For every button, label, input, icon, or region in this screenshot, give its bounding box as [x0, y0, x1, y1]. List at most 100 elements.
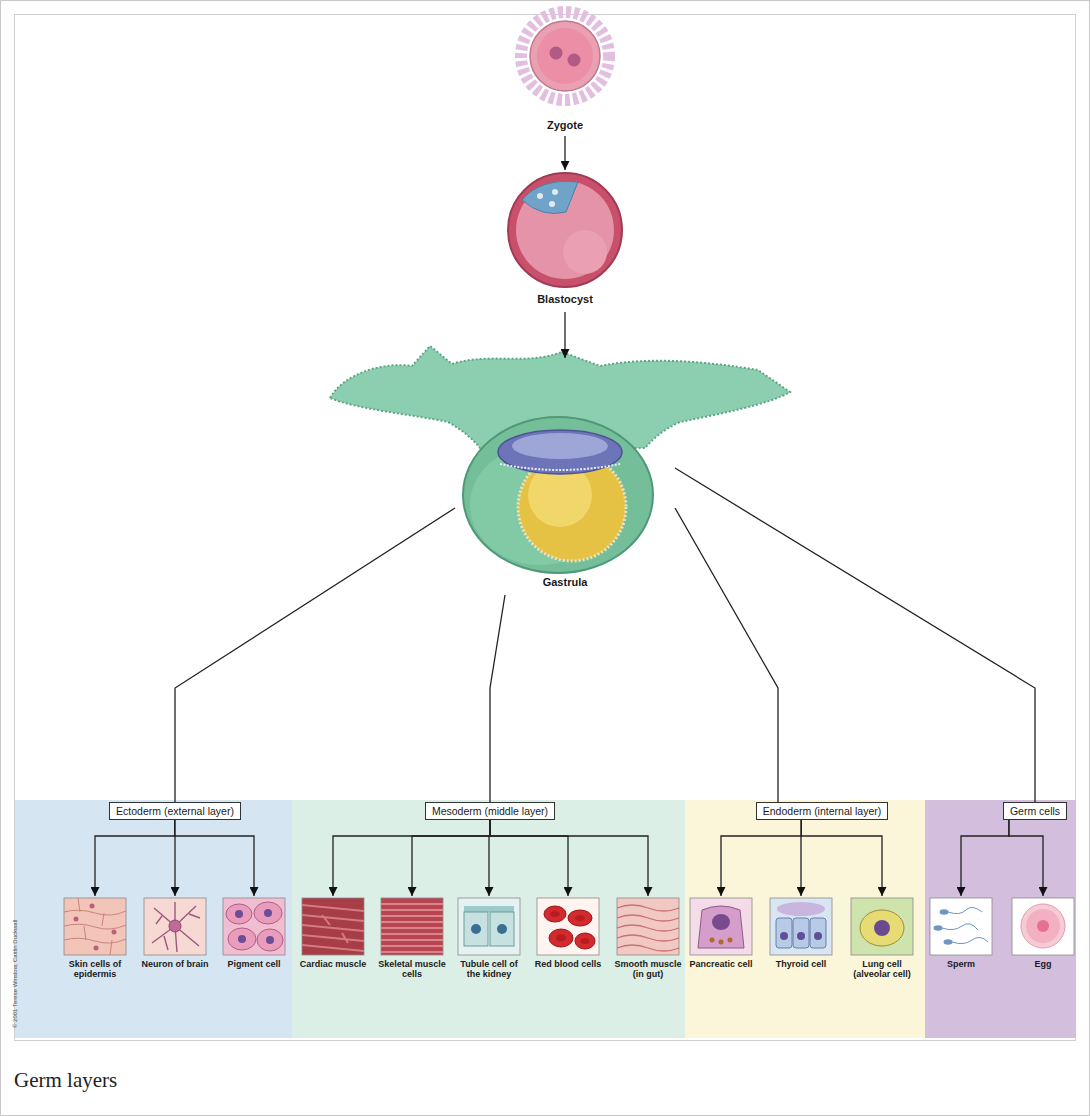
zygote-figure [521, 12, 609, 100]
cell-picture [851, 898, 913, 955]
cell-type-tile: Egg [1008, 896, 1078, 969]
cell-picture [777, 902, 825, 916]
cell-picture [94, 946, 99, 951]
cell-type-tile: Red blood cells [533, 896, 603, 969]
layer-name: Endoderm (internal layer) [763, 804, 881, 818]
copyright-note: © 2001 Terese Winslow, Caitlin Duckwall [12, 920, 18, 1028]
cell-label: Pancreatic cell [687, 959, 755, 969]
cell-picture [144, 898, 206, 955]
cell-picture [575, 933, 595, 949]
cell-picture [860, 910, 904, 946]
zygote-figure [537, 28, 593, 84]
cell-picture [152, 902, 200, 952]
stage-label: Zygote [505, 118, 625, 132]
layer-band [15, 800, 292, 1038]
cell-picture [776, 918, 792, 948]
zygote-figure [568, 54, 581, 67]
cell-picture [556, 935, 566, 942]
cell-picture [617, 898, 679, 955]
cell-picture [264, 909, 272, 917]
cell-picture [770, 898, 832, 955]
frame [15, 15, 1076, 1041]
blastocyst-figure [522, 181, 578, 213]
cell-type-tile: Smooth muscle (in gut) [613, 896, 683, 980]
cell-picture [223, 898, 285, 955]
cell-picture [942, 907, 988, 943]
cell-picture [537, 898, 599, 955]
blastocyst-figure [552, 189, 558, 195]
stage-figure: Gastrula [455, 358, 675, 595]
cell-picture [940, 909, 949, 915]
cell-picture [728, 938, 733, 943]
germ-layer-header: Endoderm (internal layer) [756, 802, 888, 820]
cell-picture [814, 932, 822, 940]
layer-name: Mesoderm (middle layer) [432, 804, 548, 818]
connector-line [1009, 820, 1043, 896]
gastrula-figure [330, 346, 790, 573]
layer-name: Germ cells [1010, 804, 1060, 818]
cell-label: Thyroid cell [767, 959, 835, 969]
cell-picture [874, 920, 890, 936]
cell-type-tile: Cardiac muscle [298, 896, 368, 969]
stage-figure: Zygote [505, 6, 625, 136]
cell-picture [719, 940, 724, 945]
cell-type-tile: Thyroid cell [766, 896, 836, 969]
connector-line [333, 820, 490, 896]
cell-picture [169, 920, 181, 932]
connector-line [490, 820, 568, 896]
cell-picture [797, 932, 805, 940]
blastocyst-figure [537, 193, 543, 199]
germ-layer-header: Mesoderm (middle layer) [425, 802, 555, 820]
cell-picture [930, 898, 992, 955]
cell-picture [64, 898, 1074, 955]
cell-picture [235, 910, 243, 918]
cell-picture [793, 918, 809, 948]
cell-picture [223, 898, 285, 955]
cell-picture [712, 914, 730, 930]
cell-picture [698, 906, 744, 948]
connector-line [675, 468, 1035, 802]
connector-line [564, 136, 565, 170]
cell-picture [458, 898, 520, 955]
cell-picture [302, 898, 364, 955]
cell-label: Neuron of brain [141, 959, 209, 969]
cell-label: Skin cells of epidermis [61, 959, 129, 980]
blastocyst-figure [508, 173, 622, 287]
cell-label: Sperm [927, 959, 995, 969]
cell-picture [810, 918, 826, 948]
cell-label: Cardiac muscle [299, 959, 367, 969]
cell-picture [64, 898, 126, 955]
cell-picture [226, 904, 252, 924]
blastocyst-figure [508, 173, 622, 287]
zygote-figure [530, 21, 600, 91]
cell-picture [1012, 898, 1074, 955]
connector-line [95, 820, 175, 896]
cell-type-tile: Skin cells of epidermis [60, 896, 130, 980]
cell-picture [544, 906, 566, 922]
cell-picture [934, 925, 943, 931]
cell-picture [549, 929, 573, 947]
cell-picture [257, 929, 283, 951]
cell-picture [464, 912, 488, 946]
cell-picture [497, 924, 507, 934]
gastrula-figure [500, 464, 620, 470]
connector-line [412, 820, 490, 896]
caption-box: Germ layers [14, 1068, 117, 1093]
cell-picture [770, 898, 832, 955]
connector-line [721, 820, 801, 896]
cell-type-tile: Neuron of brain [140, 896, 210, 969]
connector-line [675, 508, 778, 802]
cell-picture [490, 912, 514, 946]
stage-figure: Blastocyst [500, 170, 630, 312]
cell-type-tile: Lung cell (alveolar cell) [847, 896, 917, 980]
zygote-figure [521, 12, 609, 100]
connector-line [490, 595, 505, 802]
gastrula-figure [498, 430, 622, 474]
cell-picture [64, 898, 126, 955]
cell-picture [690, 898, 752, 955]
cell-type-tile: Pigment cell [219, 896, 289, 969]
